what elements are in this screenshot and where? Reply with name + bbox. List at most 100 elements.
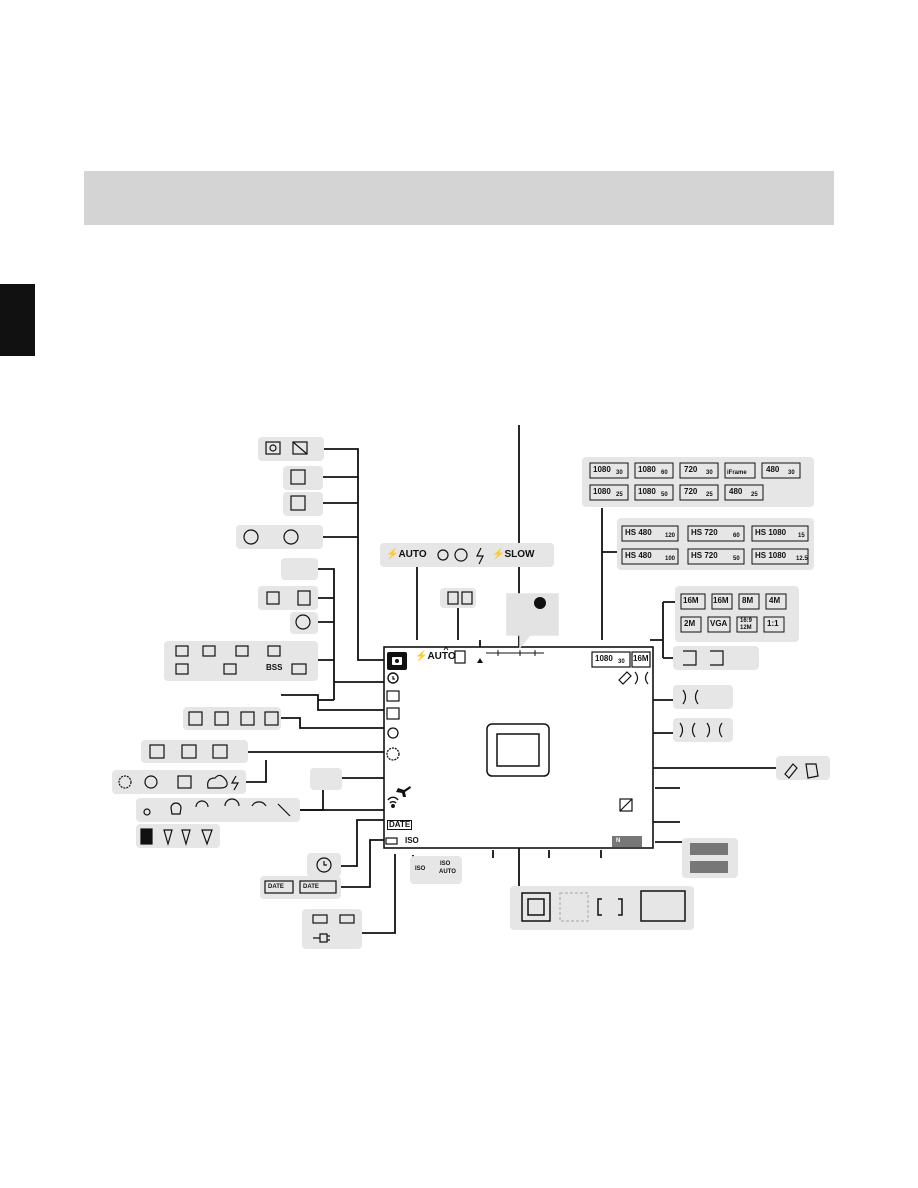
self-timer-panel [236,525,323,549]
chapter-tab [0,284,35,356]
motion-detection-icon [618,671,632,685]
flash-mode-slow: ⚡SLOW [492,549,535,560]
hs-opt-1-res: HS 720 [691,528,718,537]
movie-opt-1-fps: 60 [661,470,668,476]
hs-opt-5-fps: 12.5 [796,556,808,562]
blank-panel [281,558,318,580]
movie-option-badges [589,462,809,565]
movie-opt-0-res: 1080 [593,465,611,474]
remaining-exposures-box [612,836,642,847]
record-callout [506,593,559,650]
af-mode-panel [183,707,281,730]
image-size-vga: VGA [710,619,728,628]
image-size-panel [675,586,799,642]
af-mode-icon [386,707,400,720]
iso-auto-option-bottom: AUTO [439,869,456,875]
record-dot-icon [534,597,546,609]
movie-options-indicator [591,651,631,668]
hs-opt-0-res: HS 480 [625,528,652,537]
hs-movie-options-panel [617,518,814,570]
motion-panel [673,646,759,670]
hs-opt-3-res: HS 480 [625,551,652,560]
battery-panel [302,909,362,949]
vibration-reduction-icon [634,671,649,685]
monitor-image-size: 16M [633,654,649,663]
motion-detection-icons [784,763,819,779]
hs-opt-4-res: HS 720 [691,551,718,560]
image-size-12m: 12M [740,625,752,631]
iso-auto-option-top: ISO [440,861,451,867]
travel-panel [310,768,342,790]
self-timer-icon [387,672,399,684]
hs-opt-1-fps: 60 [733,533,740,539]
image-size-2m: 2M [684,619,696,628]
image-size-1-1: 1:1 [767,619,779,628]
section-header-bar [84,171,834,225]
movie-opt-2-fps: 30 [706,470,713,476]
monitor-date-indicator: DATE [387,820,413,830]
image-size-8m: 8M [742,596,754,605]
signal-panel [136,824,220,848]
hs-opt-2-res: HS 1080 [755,528,787,537]
monitor-flash-indicator: ⚡AUTO [415,651,456,662]
vr-panel [673,685,733,709]
image-size-16m-star: 16M [683,596,699,605]
movie-opt-0-fps: 30 [616,470,623,476]
movie-opt-7-res: 720 [684,487,698,496]
bss-option: BSS [266,663,283,672]
monitor-iso-indicator: ISO [405,836,419,845]
monitor-remaining: N [616,838,621,844]
eye-fi-icon [387,796,399,804]
image-size-indicator [631,651,651,668]
movie-opt-7-fps: 25 [706,492,713,498]
monitor-movie-format: 1080 [595,654,613,663]
macro-icon [454,650,466,664]
movie-opt-5-res: 1080 [593,487,611,496]
image-size-4m: 4M [769,596,781,605]
focus-area-panel [510,886,694,930]
date-stamp-option: DATE [268,884,284,890]
hs-opt-0-fps: 120 [665,533,676,539]
image-size-badges [680,593,787,633]
movie-opt-6-fps: 50 [661,492,668,498]
white-balance-icon [386,747,400,761]
zoom-indicator-icon [477,658,483,663]
hs-opt-2-fps: 15 [798,533,805,539]
movie-opt-8-fps: 25 [751,492,758,498]
image-size-16m: 16M [713,596,729,605]
hs-opt-3-fps: 100 [665,556,676,562]
movie-opt-6-res: 1080 [638,487,656,496]
date-time-stamp-option: DATE [303,884,319,890]
movie-opt-5-fps: 25 [616,492,623,498]
movie-options-panel [582,457,814,507]
movie-opt-4-res: 480 [766,465,780,474]
iso-option: ISO [415,866,426,872]
iso-panel [410,856,462,884]
flash-mode-auto: ⚡AUTO [386,549,427,560]
vr-modes-panel [673,718,733,742]
movie-opt-2-res: 720 [684,465,698,474]
movie-opt-8-res: 480 [729,487,743,496]
movie-opt-4-fps: 30 [788,470,795,476]
exposure-compensation-icon [619,798,633,812]
white-balance-panel [141,740,248,763]
hs-opt-4-fps: 50 [733,556,740,562]
shooting-mode-panel [258,437,324,461]
image-size-16-9: 16:9 [740,618,753,624]
continuous-icon [386,690,400,702]
battery-icon [385,837,398,845]
eye-fi-panel [136,798,300,822]
monitor-movie-fps: 30 [618,659,625,665]
movie-opt-iframe: iFrame [727,470,747,476]
vr-mode-icons [679,722,723,738]
focus-area-inner [496,733,540,767]
motion-detection-panel [776,756,830,780]
vr-icon [682,689,699,705]
travel-destination-icon [396,786,411,797]
hs-opt-5-res: HS 1080 [755,551,787,560]
motion-panel-icons [683,650,724,666]
light-panel [112,770,246,794]
movie-opt-1-res: 1080 [638,465,656,474]
smile-timer-icon [387,727,399,739]
